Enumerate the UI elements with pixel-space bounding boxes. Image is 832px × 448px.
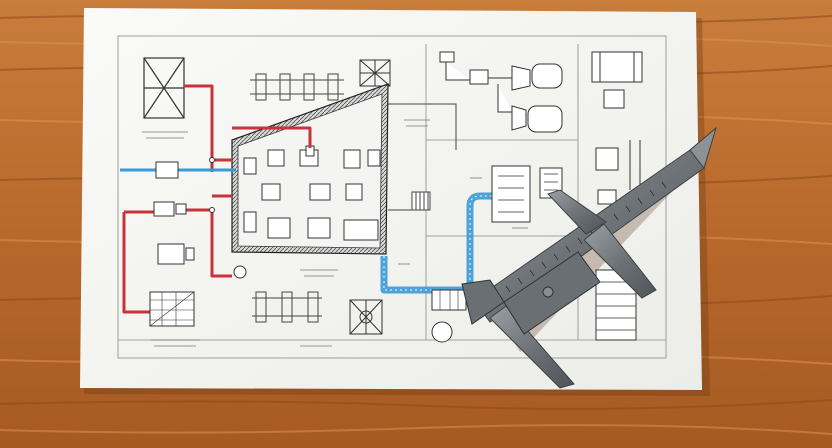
- room-equipment-grid: [243, 145, 381, 241]
- boiler-panel: [491, 165, 563, 223]
- tank-assembly: [439, 51, 563, 133]
- blue-duct-highlight: [383, 195, 496, 291]
- vernier-caliper: [461, 126, 717, 389]
- annotation-marks: [142, 119, 528, 347]
- radiator-row-top: [250, 73, 344, 101]
- fan-symbol: [359, 59, 391, 87]
- ahu-unit-symbol: [143, 57, 185, 119]
- connector-lines: [388, 103, 457, 211]
- room-floor: [237, 93, 383, 249]
- control-column: [591, 51, 643, 341]
- red-supply-pipes: [122, 84, 312, 314]
- fan-symbol-bottom: [349, 299, 383, 335]
- radiator-row-bottom: [252, 291, 322, 323]
- pump-symbols-left: [149, 161, 195, 327]
- pipe-nodes: [209, 157, 247, 279]
